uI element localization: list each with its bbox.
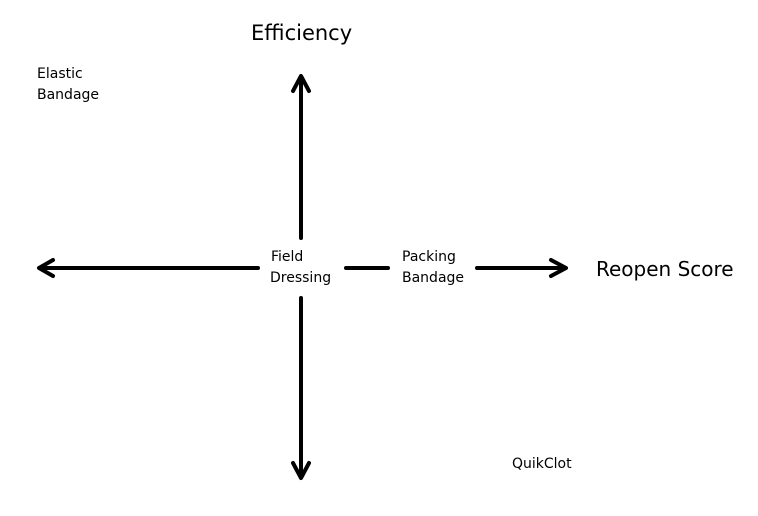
item-packing-bandage-line2: Bandage [402,270,465,286]
item-packing-bandage-line1: Packing [402,249,456,265]
vertical-axis-title: Efficiency [251,21,353,45]
horizontal-axis-title: Reopen Score [596,257,734,281]
item-field-dressing: Field Dressing [270,247,331,289]
item-elastic-bandage: Elastic Bandage [37,64,99,106]
item-quikclot-line1: QuikClot [512,456,572,472]
left-arrowhead [37,258,55,278]
right-arrowhead [549,258,568,278]
up-arrowhead [291,74,311,93]
item-elastic-bandage-line1: Elastic [37,66,83,82]
item-elastic-bandage-line2: Bandage [37,87,100,103]
item-field-dressing-line1: Field [271,249,304,265]
down-arrowhead [291,461,311,480]
item-quikclot: QuikClot [512,454,572,475]
item-field-dressing-line2: Dressing [270,270,332,286]
item-packing-bandage: Packing Bandage [402,247,464,289]
